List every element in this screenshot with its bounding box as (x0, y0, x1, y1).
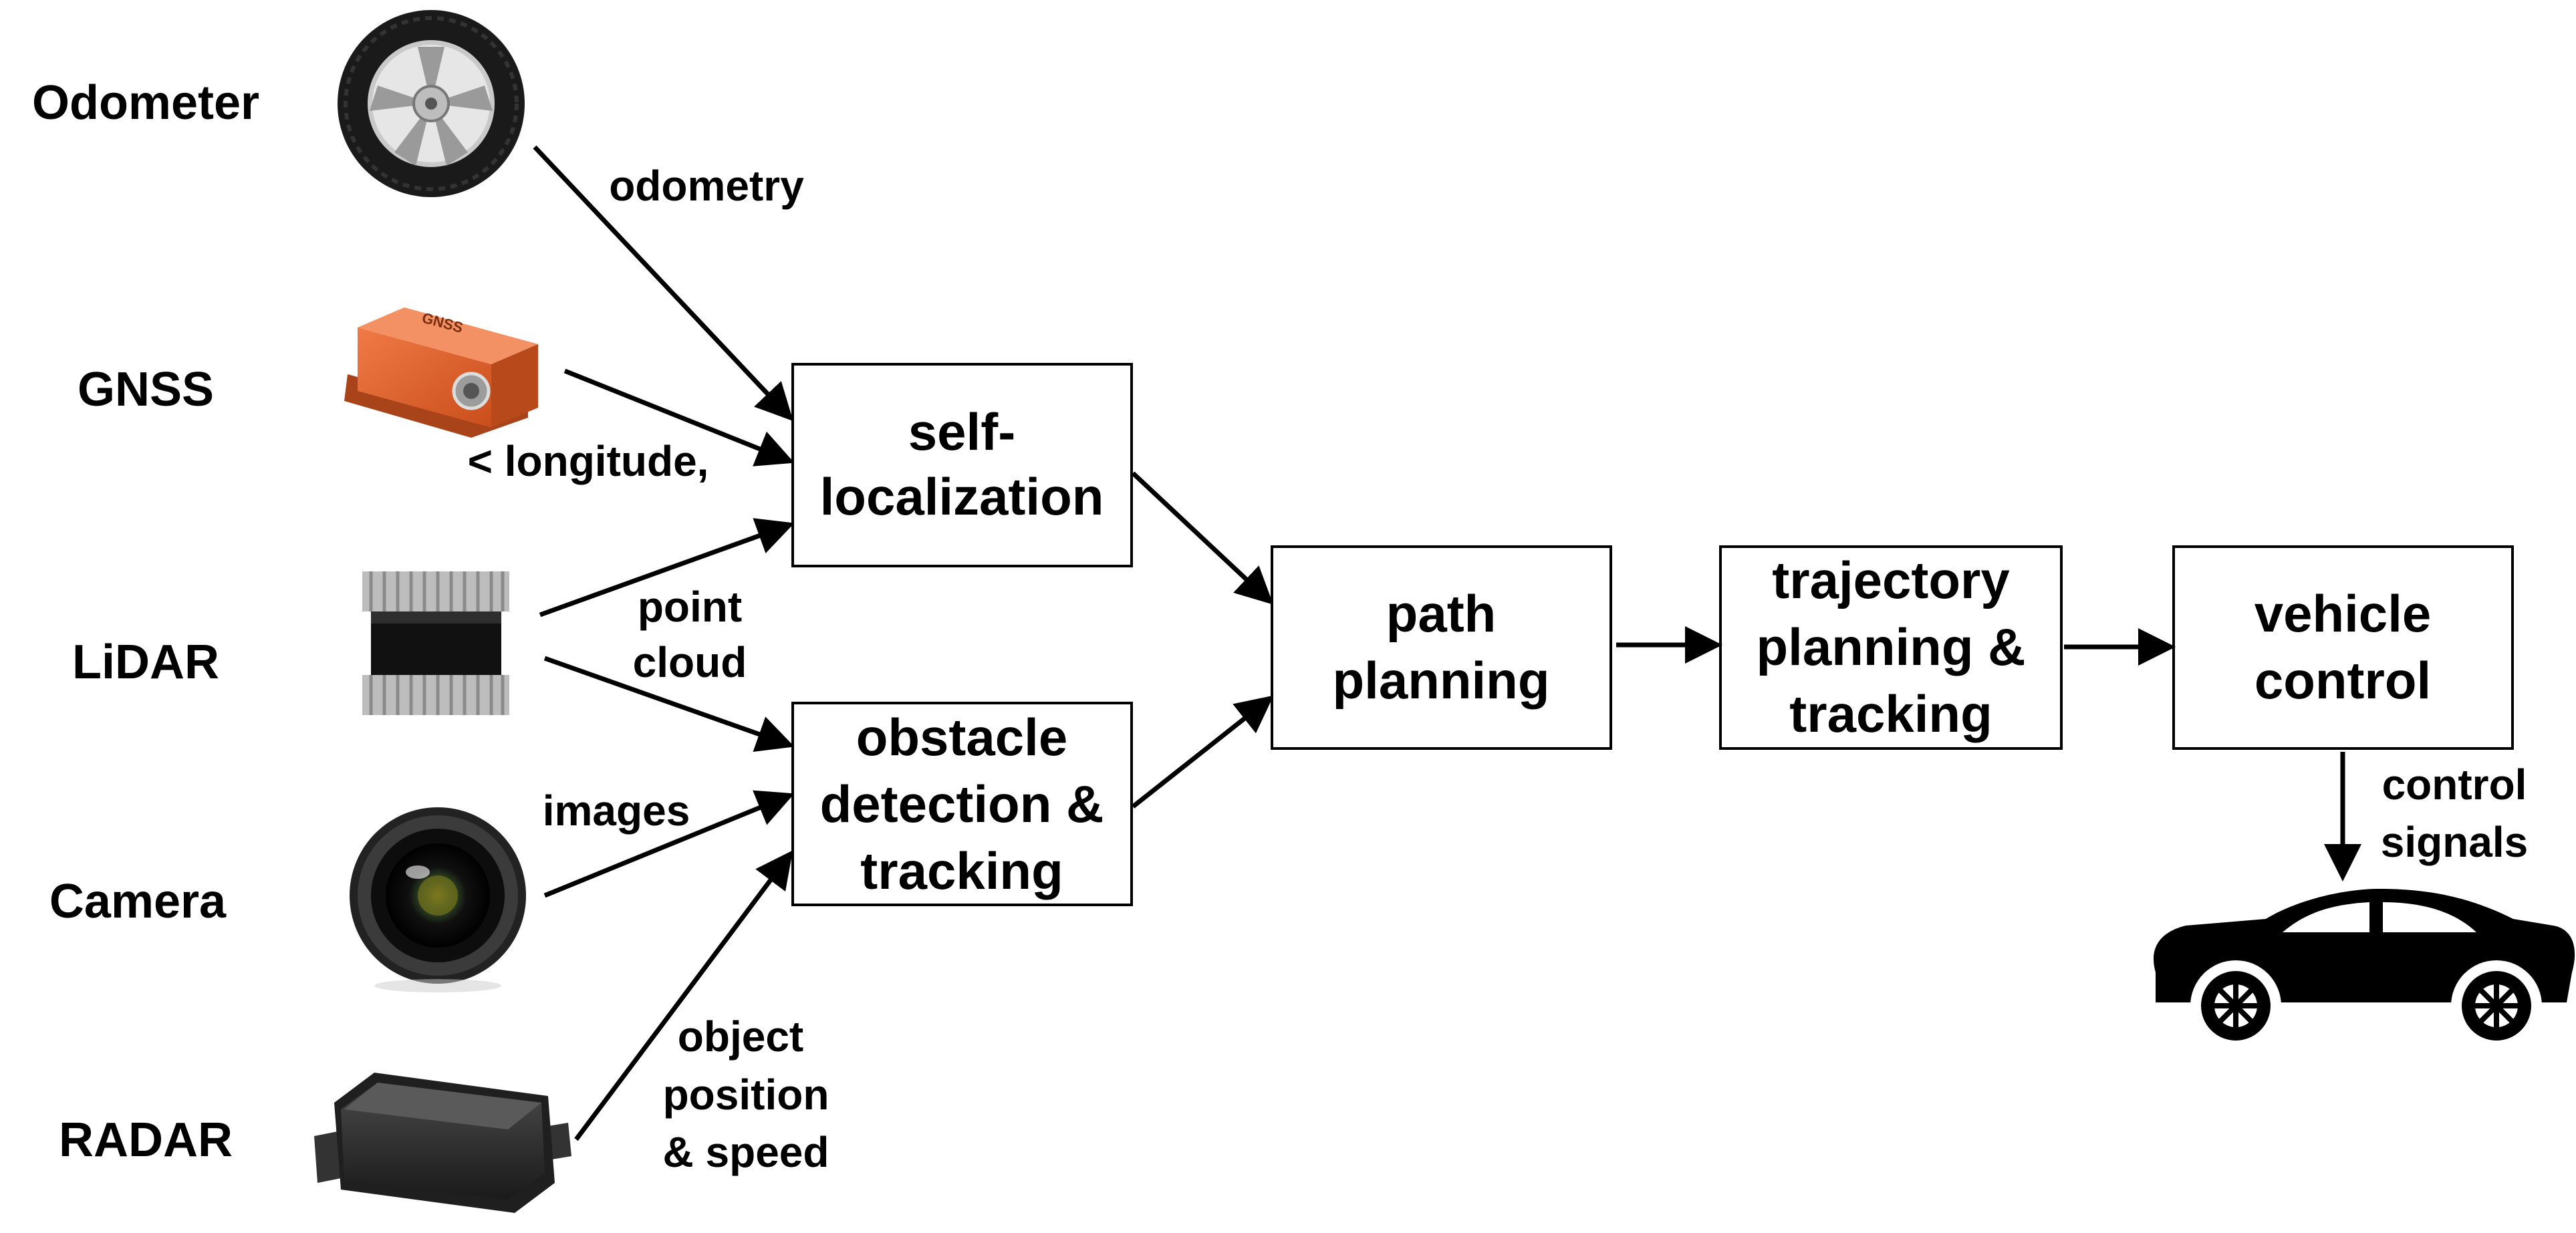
sensor-label-radar: RADAR (59, 1113, 233, 1167)
path-planning-line2: planning (1333, 651, 1550, 710)
edge-label-control: control (2382, 761, 2527, 809)
trajectory-planning-box: trajectory planning & tracking (1719, 545, 2063, 750)
arrow-radar-to-obstacle (574, 850, 793, 1141)
arrow-camera-to-obstacle (543, 790, 795, 898)
edge-label-point: point (638, 583, 742, 631)
sensor-label-odometer: Odometer (32, 76, 259, 130)
edge-label-cloud: cloud (633, 638, 747, 686)
arrow-obstacle-to-path (1131, 695, 1274, 809)
arrow-odometer-to-localization (533, 145, 793, 422)
edge-label-position: position (663, 1071, 829, 1119)
self-localization-line2: localization (820, 467, 1104, 526)
vehicle-control-line1: vehicle (2255, 584, 2432, 643)
sensor-label-camera: Camera (49, 875, 227, 928)
tire-icon (338, 10, 525, 197)
trajectory-line3: tracking (1789, 684, 1992, 743)
path-planning-line1: path (1386, 584, 1497, 643)
gnss-receiver-icon: GNSS (344, 307, 538, 438)
lidar-sensor-icon (362, 571, 509, 715)
path-planning-box: path planning (1271, 545, 1612, 750)
arrow-localization-to-path (1131, 471, 1274, 605)
obstacle-line2: detection & (820, 775, 1104, 833)
vehicle-control-box: vehicle control (2172, 545, 2514, 750)
trajectory-line2: planning & (1757, 618, 2026, 676)
obstacle-detection-box: obstacle detection & tracking (791, 702, 1133, 906)
arrow-lidar-to-localization (539, 518, 795, 618)
camera-lens-icon (350, 807, 526, 992)
self-localization-line1: self- (908, 402, 1015, 461)
edge-label-speed: & speed (663, 1128, 829, 1176)
edge-label-object: object (678, 1012, 803, 1061)
arrow-lidar-to-obstacle (543, 656, 795, 752)
trajectory-line1: trajectory (1772, 551, 2010, 609)
sensor-label-lidar: LiDAR (72, 636, 219, 689)
edge-label-signals: signals (2381, 818, 2529, 866)
obstacle-line1: obstacle (856, 708, 1067, 767)
arrow-gnss-to-localization (563, 368, 795, 466)
self-localization-box: self- localization (791, 363, 1133, 567)
sensor-label-gnss: GNSS (78, 363, 214, 416)
edge-label-images: images (543, 787, 690, 835)
edge-label-odometry: odometry (609, 162, 804, 210)
obstacle-line3: tracking (860, 841, 1063, 900)
car-icon (2154, 889, 2575, 1051)
edge-label-longitude: < longitude, (468, 437, 709, 485)
vehicle-control-line2: control (2255, 651, 2431, 710)
radar-module-icon (314, 1073, 571, 1213)
